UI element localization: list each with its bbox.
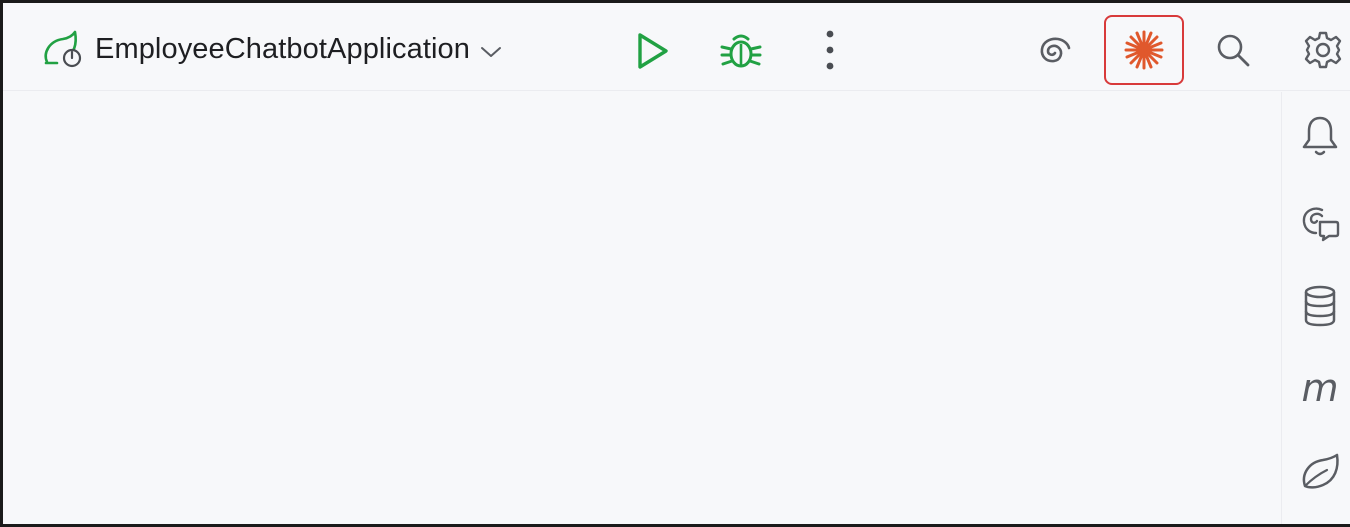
ai-chat-button[interactable] — [1296, 198, 1344, 246]
run-icon — [634, 31, 670, 71]
more-vertical-icon — [825, 29, 835, 71]
spiral-icon — [1033, 33, 1073, 69]
spring-boot-icon — [41, 29, 85, 69]
settings-button[interactable] — [1299, 27, 1347, 73]
search-button[interactable] — [1209, 27, 1257, 73]
m-icon: m — [1301, 366, 1339, 410]
debug-icon — [719, 30, 763, 72]
spring-button[interactable] — [1296, 448, 1344, 496]
run-configuration-name: EmployeeChatbotApplication — [95, 32, 470, 65]
ai-assistant-button[interactable] — [1029, 29, 1077, 73]
asterisk-icon — [1122, 28, 1166, 72]
run-button[interactable] — [629, 29, 675, 73]
more-actions-button[interactable] — [815, 27, 845, 73]
search-icon — [1214, 31, 1252, 69]
bell-icon — [1301, 114, 1339, 158]
leaf-icon — [1299, 452, 1341, 492]
database-icon — [1302, 284, 1338, 328]
main-toolbar: EmployeeChatbotApplication — [3, 3, 1350, 91]
chat-spiral-icon — [1299, 202, 1341, 242]
right-tool-window-bar: m — [1281, 92, 1350, 524]
gear-icon — [1303, 30, 1343, 70]
notifications-button[interactable] — [1296, 112, 1344, 160]
run-configuration-selector[interactable]: EmployeeChatbotApplication — [41, 27, 502, 71]
debug-button[interactable] — [717, 28, 765, 74]
mongodb-button[interactable]: m — [1296, 364, 1344, 412]
claude-button[interactable] — [1104, 15, 1184, 85]
database-button[interactable] — [1296, 282, 1344, 330]
chevron-down-icon — [480, 45, 502, 59]
